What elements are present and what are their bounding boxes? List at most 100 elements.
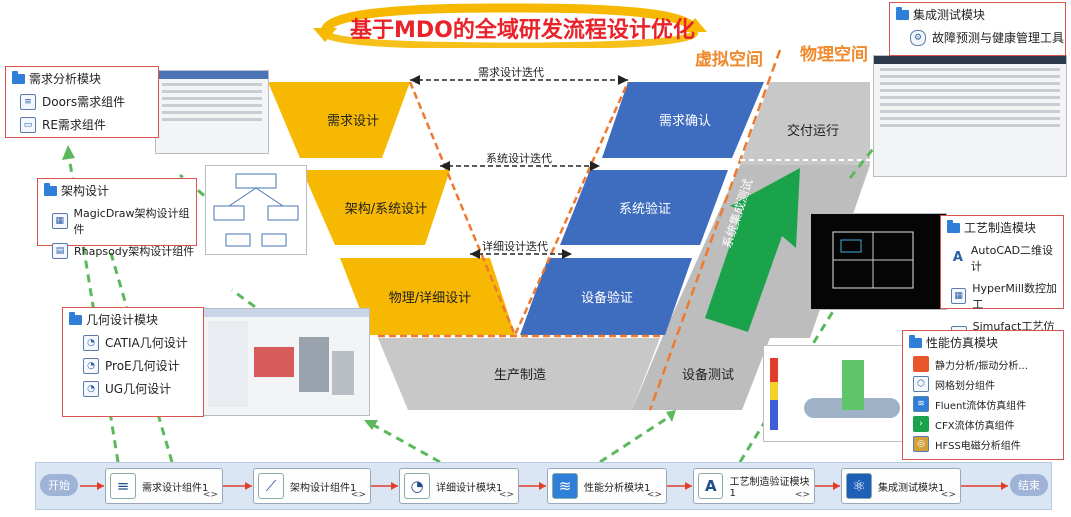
perf-module-box: 性能仿真模块 静力分析/振动分析... ⬡网格划分组件 ≋Fluent流体仿真组… xyxy=(902,330,1064,460)
folder-icon xyxy=(12,70,25,84)
v-right-1 xyxy=(560,170,728,245)
geo-module-title: 几何设计模块 xyxy=(86,313,159,327)
title-swirl xyxy=(313,3,707,48)
fluent-icon: ≋ xyxy=(552,473,578,499)
cad-shape-icon: ◔ xyxy=(83,380,99,397)
v-right-0 xyxy=(602,82,764,158)
folder-icon xyxy=(947,219,960,233)
pipeline-start[interactable]: 开始 xyxy=(40,474,78,496)
pipeline-node-detail[interactable]: ◔详细设计模块1<> xyxy=(399,468,519,504)
folder-icon xyxy=(69,311,82,325)
perf-item-0[interactable]: 静力分析/振动分析... xyxy=(903,354,1063,374)
equipment-test-label: 设备测试 xyxy=(681,368,734,383)
req-module-box: 需求分析模块 ≡Doors需求组件 ▭RE需求组件 xyxy=(5,66,159,138)
perf-screenshot xyxy=(763,345,905,442)
code-icon: <> xyxy=(350,490,366,500)
code-icon: <> xyxy=(940,490,956,500)
iteration-label-0: 需求设计迭代 xyxy=(478,66,544,79)
gear-icon: ⚙ xyxy=(910,29,926,46)
v-right-label-1: 系统验证 xyxy=(618,202,671,217)
perf-item-2[interactable]: ≋Fluent流体仿真组件 xyxy=(903,394,1063,414)
folder-icon xyxy=(896,6,909,20)
code-icon: <> xyxy=(202,490,218,500)
window-icon: ▭ xyxy=(20,116,36,133)
system-test-arrow xyxy=(705,168,800,332)
folder-icon xyxy=(44,182,57,196)
integ-module-title: 集成测试模块 xyxy=(913,8,986,22)
model-icon: ▤ xyxy=(52,243,68,259)
code-icon: <> xyxy=(794,490,810,500)
iteration-label-1: 系统设计迭代 xyxy=(486,152,552,165)
v-right-2 xyxy=(520,258,692,335)
proc-screenshot xyxy=(810,213,947,310)
autocad-icon: A xyxy=(952,250,963,265)
geo-screenshot xyxy=(203,308,370,416)
req-item-1[interactable]: ▭RE需求组件 xyxy=(6,113,158,136)
atom-icon: ⚛ xyxy=(846,473,872,499)
delivery-panel xyxy=(740,82,870,165)
perf-item-1[interactable]: ⬡网格划分组件 xyxy=(903,374,1063,394)
v-left-label-1: 架构/系统设计 xyxy=(344,202,428,217)
manufacturing-band xyxy=(378,338,660,410)
v-right-label-0: 需求确认 xyxy=(658,114,711,129)
perf-item-3[interactable]: ›CFX流体仿真组件 xyxy=(903,414,1063,434)
cad-shape-icon: ◔ xyxy=(404,473,430,499)
document-icon: ≡ xyxy=(20,93,36,110)
geo-item-1[interactable]: ◔ProE几何设计 xyxy=(63,354,203,377)
geo-item-0[interactable]: ◔CATIA几何设计 xyxy=(63,331,203,354)
mesh-icon: ⬡ xyxy=(913,376,929,392)
page-title: 基于MDO的全域研发流程设计优化 xyxy=(350,18,695,43)
v-left-label-0: 需求设计 xyxy=(326,114,379,129)
grid-icon: ▦ xyxy=(951,288,967,304)
integ-item-0[interactable]: ⚙故障预测与健康管理工具 xyxy=(890,26,1065,49)
code-icon: <> xyxy=(646,490,662,500)
pipeline-node-integ[interactable]: ⚛集成测试模块1<> xyxy=(841,468,961,504)
document-icon: ≡ xyxy=(110,473,136,499)
manufacturing-label: 生产制造 xyxy=(493,368,546,383)
req-item-0[interactable]: ≡Doors需求组件 xyxy=(6,90,158,113)
link-icon: ⟋ xyxy=(258,473,284,499)
hfss-icon: ◎ xyxy=(913,436,929,452)
cad-shape-icon: ◔ xyxy=(83,357,99,374)
arch-item-0[interactable]: ▦MagicDraw架构设计组件 xyxy=(38,202,196,240)
geo-module-box: 几何设计模块 ◔CATIA几何设计 ◔ProE几何设计 ◔UG几何设计 xyxy=(62,307,204,417)
pipeline-node-perf[interactable]: ≋性能分析模块1<> xyxy=(547,468,667,504)
geo-item-2[interactable]: ◔UG几何设计 xyxy=(63,377,203,400)
ansys-icon xyxy=(913,356,929,372)
v-left-label-2: 物理/详细设计 xyxy=(388,291,472,306)
diagram-icon: ▦ xyxy=(52,213,68,229)
cfx-icon: › xyxy=(913,416,929,432)
delivery-label: 交付运行 xyxy=(786,124,839,139)
virtual-space-label: 虚拟空间 xyxy=(695,50,763,70)
arch-module-title: 架构设计 xyxy=(61,184,110,198)
v-right-label-2: 设备验证 xyxy=(580,291,633,306)
integ-screenshot xyxy=(873,55,1067,177)
folder-icon xyxy=(909,334,922,348)
cad-shape-icon: ◔ xyxy=(83,334,99,351)
pipeline-end[interactable]: 结束 xyxy=(1010,474,1048,496)
perf-module-title: 性能仿真模块 xyxy=(926,336,999,350)
iteration-label-2: 详细设计迭代 xyxy=(482,240,548,253)
v-left-2 xyxy=(340,258,515,335)
pipeline-node-arch[interactable]: ⟋架构设计组件1<> xyxy=(253,468,371,504)
fluent-icon: ≋ xyxy=(913,396,929,412)
arch-screenshot xyxy=(205,165,307,255)
req-screenshot xyxy=(155,70,269,154)
autocad-icon: A xyxy=(698,473,724,499)
proc-module-title: 工艺制造模块 xyxy=(964,221,1037,235)
physical-space-label: 物理空间 xyxy=(800,45,868,65)
arch-module-box: 架构设计 ▦MagicDraw架构设计组件 ▤Rhapsody架构设计组件 xyxy=(37,178,197,259)
equipment-test-band xyxy=(632,338,770,410)
arch-item-1[interactable]: ▤Rhapsody架构设计组件 xyxy=(38,240,196,262)
proc-item-1[interactable]: ▦HyperMill数控加工 xyxy=(941,277,1063,315)
req-module-title: 需求分析模块 xyxy=(29,72,102,86)
integ-module-box: 集成测试模块 ⚙故障预测与健康管理工具 xyxy=(889,2,1066,56)
code-icon: <> xyxy=(498,490,514,500)
perf-item-4[interactable]: ◎HFSS电磁分析组件 xyxy=(903,434,1063,454)
pipeline-node-req[interactable]: ≡需求设计组件1<> xyxy=(105,468,223,504)
v-left-0 xyxy=(268,82,410,158)
